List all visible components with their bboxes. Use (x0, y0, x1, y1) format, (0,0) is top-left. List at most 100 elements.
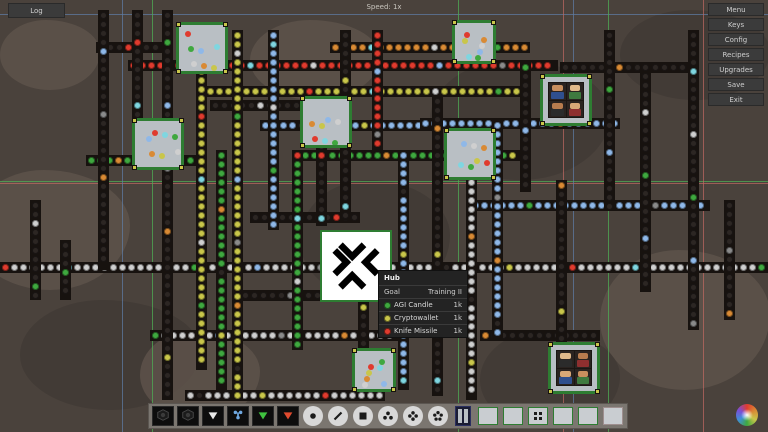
slot-2[interactable] (502, 406, 524, 426)
building-port[interactable] (223, 69, 228, 74)
color-wheel-button[interactable] (736, 404, 758, 426)
factory-building-mixer[interactable] (452, 20, 496, 64)
tool-rotor-4[interactable] (402, 406, 424, 426)
building-port[interactable] (444, 128, 449, 133)
conveyor-belt[interactable] (30, 200, 41, 300)
conveyor-belt[interactable] (556, 180, 567, 350)
log-button[interactable]: Log (8, 3, 65, 18)
tool-circle-dot[interactable] (302, 406, 324, 426)
conveyor-belt[interactable] (640, 62, 651, 292)
building-port[interactable] (491, 59, 496, 64)
conveyor-belt[interactable] (196, 30, 207, 370)
menu-button-save[interactable]: Save (708, 78, 764, 91)
factory-building-mixer[interactable] (176, 22, 228, 74)
building-port[interactable] (179, 118, 184, 123)
building-port[interactable] (300, 96, 305, 101)
menu-button-recipes[interactable]: Recipes (708, 48, 764, 61)
slot-4[interactable] (552, 406, 574, 426)
building-port[interactable] (176, 22, 181, 27)
building-port[interactable] (132, 165, 137, 170)
conveyor-belt[interactable] (330, 42, 530, 53)
conveyor-belt[interactable] (132, 10, 143, 130)
factory-building-mixer[interactable] (300, 96, 352, 148)
tool-rotor-3[interactable] (377, 406, 399, 426)
slot-6[interactable] (602, 406, 624, 426)
belt-item (261, 88, 268, 95)
building-port[interactable] (352, 387, 357, 392)
building-port[interactable] (491, 20, 496, 25)
building-port[interactable] (452, 20, 457, 25)
slot-5[interactable] (577, 406, 599, 426)
conveyor-belt[interactable] (688, 30, 699, 330)
tool-hexagon-dark-1[interactable] (152, 406, 174, 426)
conveyor-belt[interactable] (268, 30, 279, 230)
conveyor-belt[interactable] (196, 86, 526, 97)
menu-button-menu[interactable]: Menu (708, 3, 764, 16)
building-port[interactable] (548, 389, 553, 394)
tool-arrow-down-green[interactable] (252, 406, 274, 426)
building-port[interactable] (132, 118, 137, 123)
building-port[interactable] (391, 387, 396, 392)
factory-building-mixer[interactable] (444, 128, 496, 180)
conveyor-belt[interactable] (470, 200, 710, 211)
building-port[interactable] (352, 348, 357, 353)
tool-square-fill[interactable] (352, 406, 374, 426)
building-port[interactable] (347, 96, 352, 101)
building-port[interactable] (595, 342, 600, 347)
tool-rotor-5[interactable] (427, 406, 449, 426)
building-port[interactable] (587, 121, 592, 126)
building-port[interactable] (223, 22, 228, 27)
building-port[interactable] (176, 69, 181, 74)
tool-hexagon-dark-2[interactable] (177, 406, 199, 426)
menu-button-exit[interactable]: Exit (708, 93, 764, 106)
tool-arrow-down-red[interactable] (277, 406, 299, 426)
bottom-toolbar[interactable] (148, 403, 628, 429)
conveyor-belt[interactable] (604, 30, 615, 210)
building-port[interactable] (595, 389, 600, 394)
conveyor-belt[interactable] (216, 150, 227, 390)
conveyor-belt[interactable] (98, 10, 109, 270)
building-port[interactable] (300, 143, 305, 148)
belt-item (100, 255, 107, 262)
conveyor-belt[interactable] (185, 390, 385, 401)
building-port[interactable] (587, 74, 592, 79)
menu-button-keys[interactable]: Keys (708, 18, 764, 31)
building-port[interactable] (444, 175, 449, 180)
conveyor-belt[interactable] (162, 10, 173, 400)
menu-button-upgrades[interactable]: Upgrades (708, 63, 764, 76)
menu-button-config[interactable]: Config (708, 33, 764, 46)
building-port[interactable] (491, 175, 496, 180)
belt-item (198, 356, 205, 363)
conveyor-belt[interactable] (232, 30, 243, 400)
building-port[interactable] (347, 143, 352, 148)
slot-1[interactable] (477, 406, 499, 426)
building-port[interactable] (548, 342, 553, 347)
factory-building-mixer[interactable] (132, 118, 184, 170)
conveyor-belt[interactable] (724, 200, 735, 320)
building-port[interactable] (452, 59, 457, 64)
conveyor-belt[interactable] (292, 150, 303, 350)
conveyor-belt[interactable] (432, 96, 443, 396)
tool-divider[interactable] (452, 406, 474, 426)
conveyor-belt[interactable] (240, 290, 330, 301)
belt-item (234, 194, 241, 201)
conveyor-belt[interactable] (520, 62, 531, 192)
factory-building-mixer[interactable] (352, 348, 396, 392)
conveyor-belt[interactable] (60, 240, 71, 300)
factory-building-assembler[interactable] (540, 74, 592, 126)
conveyor-belt[interactable] (560, 62, 690, 73)
building-port[interactable] (540, 121, 545, 126)
conveyor-belt[interactable] (492, 120, 503, 340)
tool-pencil[interactable] (327, 406, 349, 426)
conveyor-belt[interactable] (372, 30, 383, 150)
slot-3[interactable] (527, 406, 549, 426)
tool-splitter-blue[interactable] (227, 406, 249, 426)
building-port[interactable] (391, 348, 396, 353)
building-port[interactable] (491, 128, 496, 133)
building-port[interactable] (540, 74, 545, 79)
tool-arrow-down-white[interactable] (202, 406, 224, 426)
building-port[interactable] (179, 165, 184, 170)
factory-building-assembler[interactable] (548, 342, 600, 394)
